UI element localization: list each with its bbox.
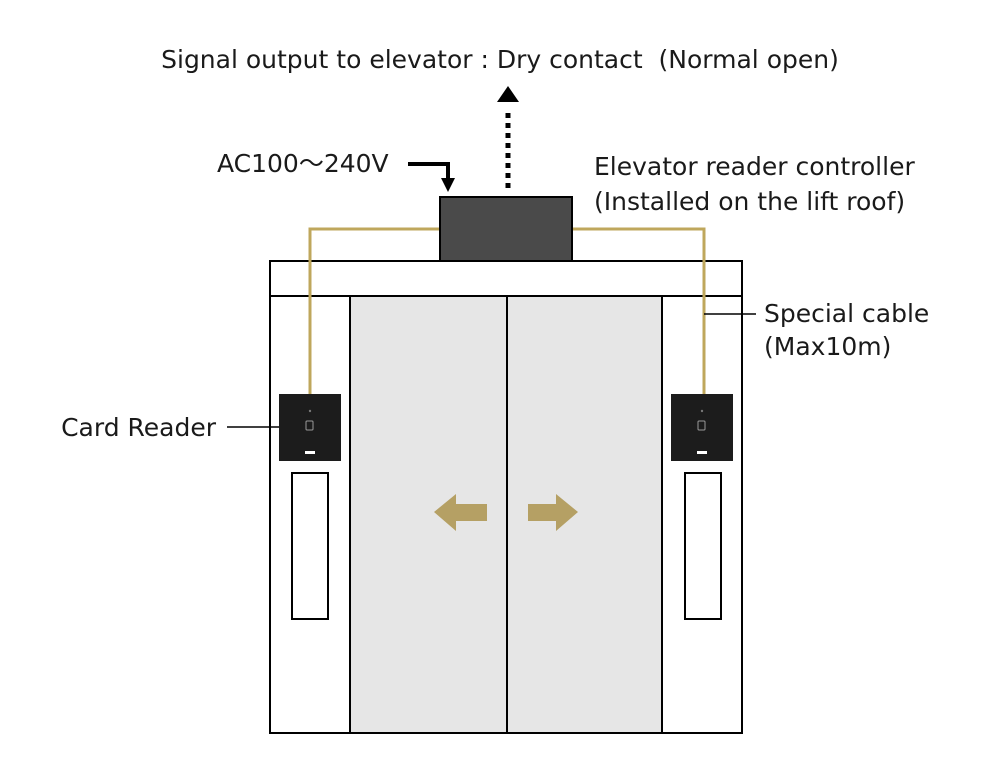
- controller-location-label: (Installed on the lift roof): [594, 187, 905, 216]
- cable-length-label: (Max10m): [764, 332, 891, 361]
- cable-right: [572, 227, 706, 394]
- nfc-icon: [697, 420, 706, 431]
- card-reader-left: [279, 394, 341, 461]
- side-panel-right: [684, 472, 722, 620]
- power-input-label: AC100～240V: [217, 149, 389, 178]
- door-panel-right: [506, 295, 663, 734]
- elevator-reader-controller: [439, 196, 573, 262]
- bent-down-arrow-icon: [408, 162, 455, 192]
- card-reader-label: Card Reader: [61, 413, 217, 442]
- signal-output-label: Signal output to elevator : Dry contact …: [161, 45, 839, 74]
- controller-name-label: Elevator reader controller: [594, 152, 915, 181]
- side-panel-left: [291, 472, 329, 620]
- nfc-icon: [305, 420, 314, 431]
- card-reader-right: [671, 394, 733, 461]
- special-cable-label: Special cable: [764, 299, 929, 328]
- left-arrow-icon: [434, 494, 487, 531]
- dotted-up-arrow-icon: [497, 86, 519, 188]
- right-arrow-icon: [528, 494, 578, 531]
- cable-left: [308, 227, 440, 394]
